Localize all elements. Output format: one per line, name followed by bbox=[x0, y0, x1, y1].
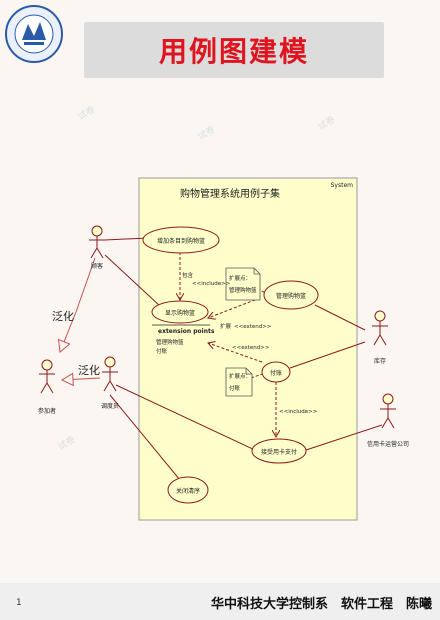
actor-participant[interactable] bbox=[39, 359, 55, 394]
usecase-manage-cart-label: 管理购物篮 bbox=[276, 292, 306, 300]
usecase-show-cart[interactable]: 显示购物篮 bbox=[151, 300, 209, 324]
assoc-card-cardpay bbox=[305, 424, 383, 451]
usecase-card-pay[interactable]: 接受用卡支付 bbox=[251, 438, 307, 464]
extension-point-2: 付账 bbox=[156, 347, 168, 355]
usecase-pay-label: 付账 bbox=[270, 369, 282, 377]
usecase-close-order[interactable]: 关闭清序 bbox=[167, 476, 209, 504]
actor-customer-label: 顾客 bbox=[91, 262, 103, 270]
assoc-warehouse-manage bbox=[314, 304, 366, 331]
extend-pay-show bbox=[208, 343, 263, 363]
label-generalize-1: 泛化 bbox=[52, 309, 74, 323]
label-contain: 包含 bbox=[182, 271, 194, 279]
usecase-manage-cart[interactable]: 管理购物篮 bbox=[263, 280, 319, 310]
usecase-add-item[interactable]: 增加条目到购物篮 bbox=[142, 226, 220, 254]
actor-warehouse[interactable] bbox=[372, 310, 388, 346]
watermark-text: 试卷 bbox=[56, 433, 78, 452]
title-band: 用例图建模 bbox=[84, 22, 384, 78]
gen-customer-participant bbox=[57, 257, 96, 353]
generalizations bbox=[57, 257, 101, 387]
usecase-pay[interactable]: 付账 bbox=[261, 361, 291, 383]
associations bbox=[104, 237, 383, 481]
watermark-text: 试卷 bbox=[196, 123, 218, 142]
assoc-warehouse-pay bbox=[289, 341, 366, 369]
watermark-text: 试卷 bbox=[76, 103, 98, 122]
actor-warehouse-label: 库存 bbox=[374, 357, 386, 365]
footer-text: 华中科技大学控制系 软件工程 陈曦 bbox=[210, 597, 432, 612]
extend-manage-show bbox=[208, 297, 261, 318]
usecase-show-cart-label: 显示购物篮 bbox=[165, 309, 195, 317]
page-number: 1 bbox=[16, 598, 22, 608]
note2-line1: 扩展点： bbox=[229, 372, 251, 380]
actor-clerk[interactable] bbox=[102, 356, 118, 392]
label-extend-1: <<extend>> bbox=[234, 324, 272, 330]
page-title: 用例图建模 bbox=[158, 35, 309, 68]
system-title: 购物管理系统用例子集 bbox=[180, 187, 280, 200]
usecase-close-order-label: 关闭清序 bbox=[176, 487, 200, 495]
usecase-add-item-label: 增加条目到购物篮 bbox=[157, 237, 205, 245]
note1-line2: 管理购物篮 bbox=[229, 286, 257, 294]
note1-line1: 扩展点： bbox=[229, 274, 251, 282]
label-extend-2: <<extend>> bbox=[232, 345, 270, 351]
system-tag: System bbox=[331, 182, 354, 189]
extension-point-1: 管理购物篮 bbox=[156, 338, 184, 346]
assoc-clerk-close bbox=[109, 394, 181, 481]
actor-customer[interactable] bbox=[89, 225, 105, 259]
assoc-customer-add bbox=[104, 237, 149, 241]
extension-points-header: extension points bbox=[158, 328, 215, 335]
watermark-text: 试卷 bbox=[316, 113, 338, 132]
label-generalize-2: 泛化 bbox=[78, 363, 100, 377]
note1-anchor bbox=[247, 284, 267, 294]
university-logo bbox=[5, 5, 63, 63]
actor-participant-label: 参加者 bbox=[38, 407, 56, 415]
assoc-customer-show bbox=[104, 254, 161, 307]
label-include-1: <<include>> bbox=[192, 281, 231, 287]
note-extension-2: 扩展点： 付账 bbox=[225, 367, 253, 397]
assoc-clerk-cardpay bbox=[115, 384, 256, 451]
actor-card-company[interactable] bbox=[380, 393, 396, 429]
note-extension-1: 扩展点： 管理购物篮 bbox=[225, 267, 261, 301]
footer-bar bbox=[0, 583, 440, 620]
note2-line2: 付账 bbox=[229, 384, 241, 392]
gen-clerk-participant bbox=[60, 372, 101, 387]
actor-clerk-label: 调度员 bbox=[101, 402, 119, 410]
actor-card-company-label: 信用卡运营公司 bbox=[367, 440, 409, 448]
label-extend-cn: 扩展 bbox=[220, 322, 232, 330]
usecase-card-pay-label: 接受用卡支付 bbox=[261, 448, 297, 456]
label-include-2: <<include>> bbox=[279, 409, 318, 415]
